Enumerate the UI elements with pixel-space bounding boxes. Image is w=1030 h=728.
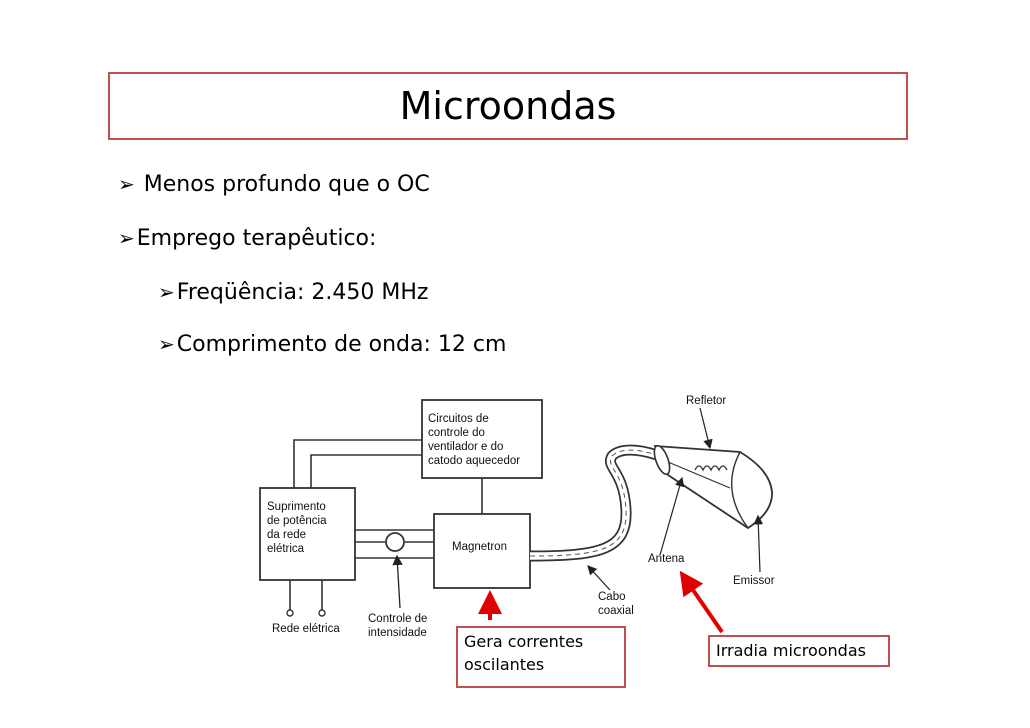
title-box: Microondas <box>108 72 908 140</box>
bullet-wavelength: ➢Comprimento de onda: 12 cm <box>158 332 506 357</box>
circuits-box <box>421 399 543 479</box>
power-box <box>259 487 356 581</box>
arrow-bullet-icon: ➢ <box>158 280 175 304</box>
cable-label-2: coaxial <box>598 605 634 617</box>
terminal <box>318 609 326 617</box>
power-label-3: da rede <box>267 529 306 541</box>
coaxial-cable <box>529 444 668 562</box>
bullet-therapeutic: ➢Emprego terapêutico: <box>118 226 376 251</box>
wires <box>289 439 483 610</box>
arrow-bullet-icon: ➢ <box>118 226 135 250</box>
magnetron-box <box>433 513 531 589</box>
cable-label-1: Cabo <box>598 591 626 603</box>
reflector-label: Refletor <box>686 395 726 407</box>
power-label-4: elétrica <box>267 543 305 555</box>
callout-radiates: Irradia microondas <box>708 635 890 667</box>
power-label-1: Suprimento <box>267 501 326 513</box>
callout-line-2: oscilantes <box>464 655 545 674</box>
terminal <box>286 609 294 617</box>
emitter-label: Emissor <box>733 575 775 587</box>
bullet-depth: ➢ Menos profundo que o OC <box>118 172 430 197</box>
circuits-label-4: catodo aquecedor <box>428 455 520 467</box>
intensity-label-1: Controle de <box>368 613 427 625</box>
bullet-text: Menos profundo que o OC <box>136 172 430 197</box>
diagram-labels: Circuitos de controle do ventilador e do… <box>267 395 775 639</box>
bullet-frequency: ➢Freqüência: 2.450 MHz <box>158 280 428 305</box>
callout-oscillators: Gera correntes oscilantes <box>456 626 626 688</box>
intensity-knob <box>385 532 405 552</box>
magnetron-label: Magnetron <box>452 541 507 553</box>
circuits-label-2: controle do <box>428 427 485 439</box>
power-label-2: de potência <box>267 515 327 527</box>
bullet-text: Emprego terapêutico: <box>136 226 377 251</box>
circuits-label-1: Circuitos de <box>428 413 489 425</box>
slide-title: Microondas <box>399 84 617 128</box>
applicator-head <box>653 444 773 530</box>
callout-line: Irradia microondas <box>716 641 866 660</box>
bullet-text: Comprimento de onda: 12 cm <box>176 332 507 357</box>
intensity-label-2: intensidade <box>368 627 427 639</box>
antenna-label: Antena <box>648 553 685 565</box>
arrow-bullet-icon: ➢ <box>118 172 135 196</box>
red-arrow-antenna <box>679 570 724 634</box>
callout-line-1: Gera correntes <box>464 632 584 651</box>
mains-label: Rede elétrica <box>272 623 340 635</box>
circuits-label-3: ventilador e do <box>428 441 503 453</box>
arrow-bullet-icon: ➢ <box>158 332 175 356</box>
bullet-text: Freqüência: 2.450 MHz <box>176 280 429 305</box>
